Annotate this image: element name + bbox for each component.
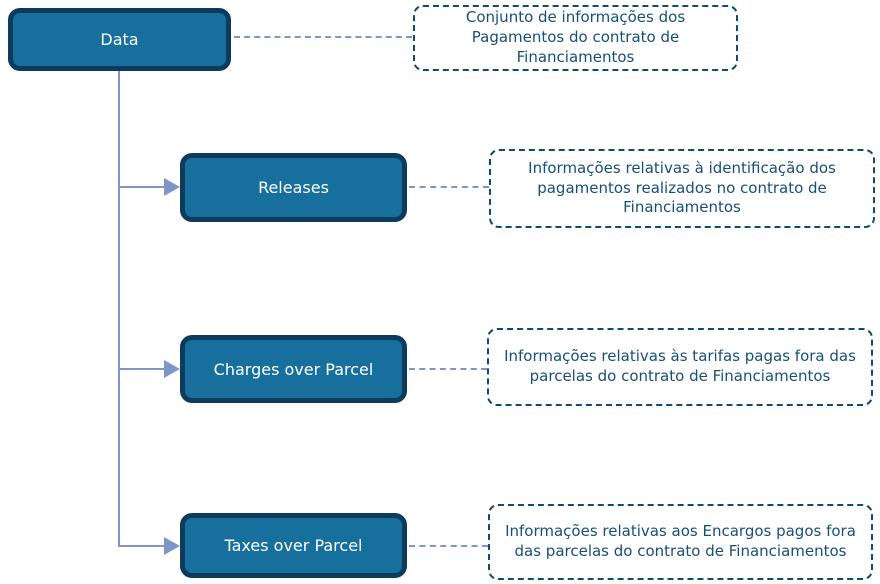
annotation-data: Conjunto de informações dos Pagamentos d… [413, 5, 738, 71]
note-link-taxes [409, 545, 488, 547]
note-link-releases [409, 186, 489, 188]
arrowhead-taxes-icon [164, 537, 180, 555]
arrowhead-charges-icon [164, 360, 180, 378]
note-link-charges [409, 368, 487, 370]
node-taxes-over-parcel: Taxes over Parcel [180, 513, 407, 578]
annotation-taxes-text: Informações relativas aos Encargos pagos… [505, 522, 856, 560]
annotation-releases-text: Informações relativas à identificação do… [528, 158, 836, 217]
branch-line-charges [119, 368, 166, 370]
note-link-data [234, 36, 412, 38]
node-charges-label: Charges over Parcel [213, 359, 374, 379]
arrowhead-releases-icon [164, 178, 180, 196]
tree-vertical-line [118, 69, 120, 547]
node-taxes-label: Taxes over Parcel [224, 536, 363, 555]
annotation-data-text: Conjunto de informações dos Pagamentos d… [465, 8, 686, 66]
node-data-label: Data [100, 30, 139, 49]
branch-line-taxes [119, 545, 166, 547]
node-releases-label: Releases [258, 178, 329, 197]
annotation-taxes: Informações relativas aos Encargos pagos… [488, 504, 873, 580]
node-charges-over-parcel: Charges over Parcel [180, 335, 407, 403]
node-releases: Releases [180, 153, 407, 222]
node-data: Data [8, 8, 231, 71]
annotation-releases: Informações relativas à identificação do… [489, 149, 875, 228]
annotation-charges: Informações relativas às tarifas pagas f… [487, 328, 873, 406]
branch-line-releases [119, 186, 166, 188]
annotation-charges-text: Informações relativas às tarifas pagas f… [504, 347, 856, 385]
